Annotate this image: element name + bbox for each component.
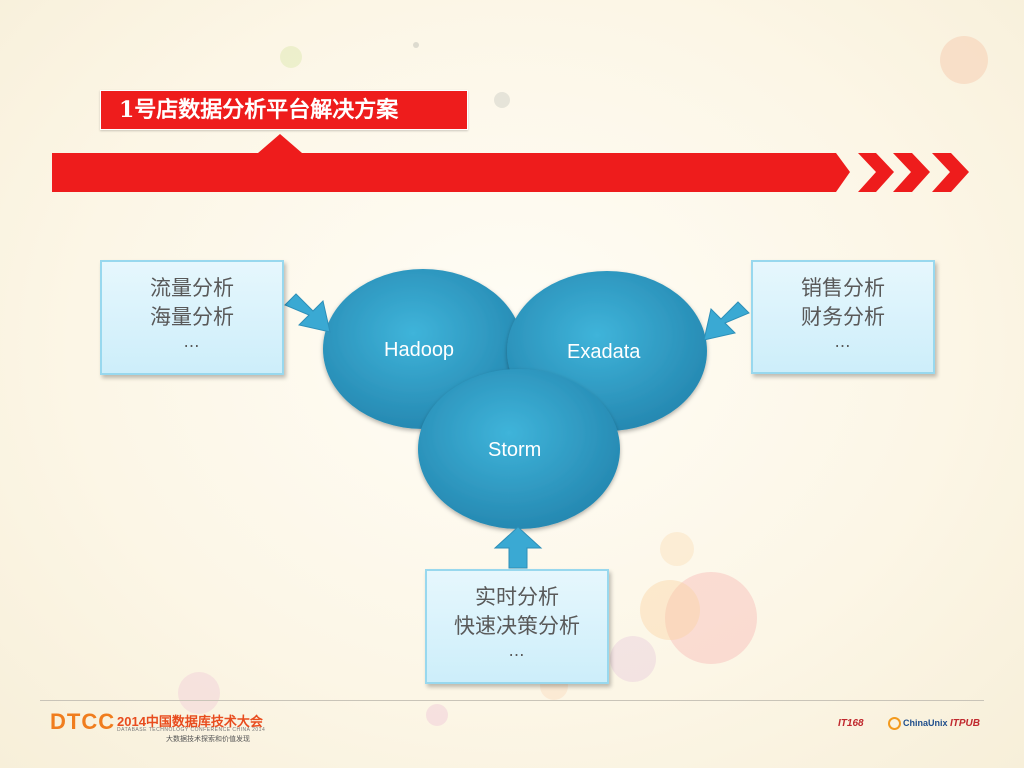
right-box-line2: 财务分析 — [801, 305, 885, 329]
left-info-box: 流量分析 海量分析 … — [100, 260, 284, 375]
conference-subtitle-en: DATABASE TECHNOLOGY CONFERENCE CHINA 201… — [117, 727, 266, 733]
conference-name: 2014中国数据库技术大会 — [117, 714, 263, 729]
arrow-right-box — [703, 301, 750, 341]
itpub-logo: ITPUB — [950, 718, 980, 729]
bottom-box-ellipsis: … — [508, 641, 526, 660]
red-banner-arrow — [52, 134, 969, 192]
decorative-bubble — [280, 46, 302, 68]
bottom-box-line1: 实时分析 — [475, 585, 559, 609]
left-box-line1: 流量分析 — [150, 276, 234, 300]
storm-circle — [418, 369, 620, 529]
chinaunix-logo: ChinaUnix — [888, 717, 948, 730]
decorative-bubble — [178, 672, 220, 714]
right-box-line1: 销售分析 — [801, 276, 885, 300]
conference-slogan: 大数据技术探索和价值发现 — [166, 736, 250, 743]
bottom-box-line2: 快速决策分析 — [454, 614, 580, 638]
slide-title: 1号店数据分析平台解决方案 — [100, 90, 468, 130]
chinaunix-text: ChinaUnix — [903, 717, 948, 728]
footer-divider — [40, 700, 984, 701]
it168-logo: IT168 — [838, 718, 864, 729]
decorative-bubble — [940, 36, 988, 84]
dtcc-logo: DTCC — [50, 709, 116, 734]
decorative-bubble — [610, 636, 656, 682]
chinaunix-icon — [888, 717, 901, 730]
left-box-line2: 海量分析 — [150, 305, 234, 329]
left-box-ellipsis: … — [183, 332, 201, 351]
decorative-bubble — [494, 92, 510, 108]
storm-label: Storm — [488, 439, 542, 461]
right-info-box: 销售分析 财务分析 … — [751, 260, 935, 374]
decorative-bubble — [426, 704, 448, 726]
arrow-bottom-box — [493, 526, 543, 569]
exadata-label: Exadata — [567, 341, 641, 363]
arrow-left-box — [284, 293, 331, 333]
decorative-bubble — [413, 42, 419, 48]
decorative-bubble — [660, 532, 694, 566]
bottom-info-box: 实时分析 快速决策分析 … — [425, 569, 609, 684]
decorative-bubble — [640, 580, 700, 640]
decorative-bubble — [665, 572, 757, 664]
right-box-ellipsis: … — [834, 332, 852, 351]
hadoop-label: Hadoop — [384, 339, 455, 361]
